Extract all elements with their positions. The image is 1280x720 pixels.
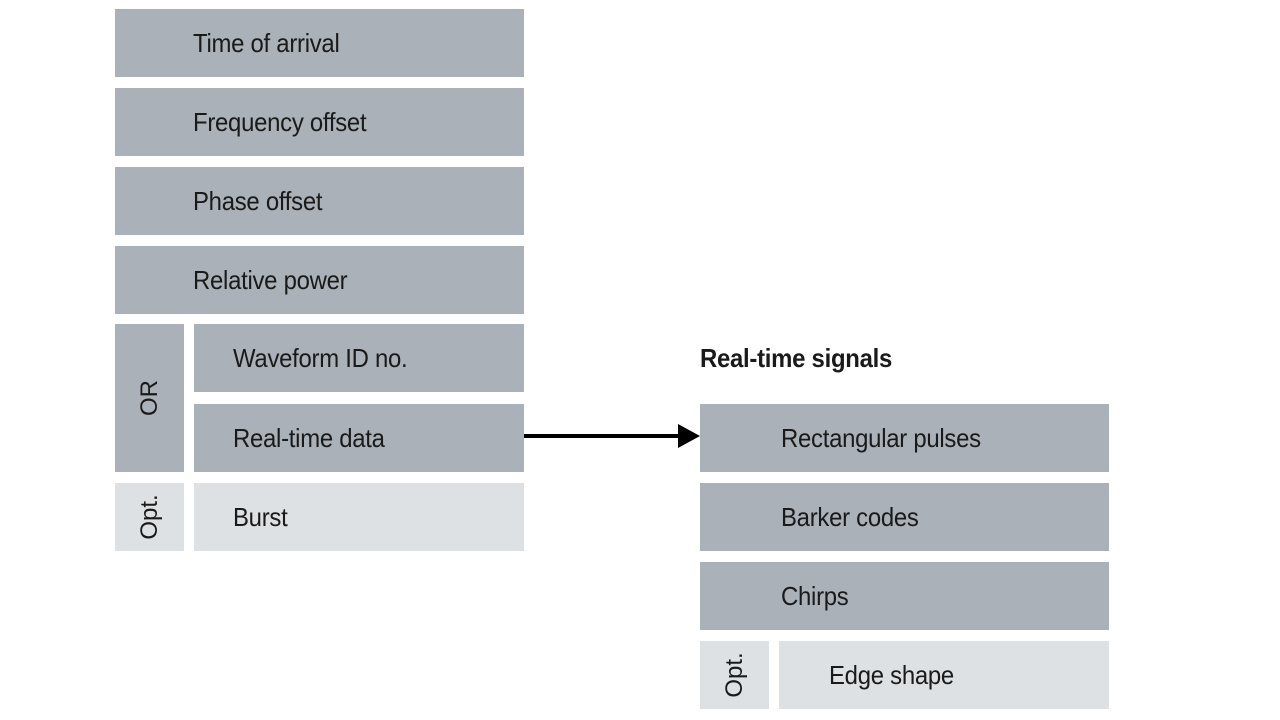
block-frequency-offset: Frequency offset xyxy=(115,88,524,156)
real-time-signals-heading: Real-time signals xyxy=(700,343,893,373)
block-relative-power: Relative power xyxy=(115,246,524,314)
opt-label: Opt. xyxy=(720,652,748,698)
block-edge-shape: Edge shape xyxy=(779,641,1109,709)
opt-bracket-right: Opt. xyxy=(700,641,769,709)
block-label: Edge shape xyxy=(829,659,954,690)
block-label: Chirps xyxy=(781,580,849,611)
block-waveform-id: Waveform ID no. xyxy=(194,324,524,392)
block-label: Frequency offset xyxy=(193,106,367,137)
or-label: OR xyxy=(135,380,163,416)
opt-bracket-left: Opt. xyxy=(115,483,184,551)
block-rectangular-pulses: Rectangular pulses xyxy=(700,404,1109,472)
block-label: Phase offset xyxy=(193,185,323,216)
or-bracket: OR xyxy=(115,324,184,472)
block-label: Real-time data xyxy=(233,422,385,453)
block-phase-offset: Phase offset xyxy=(115,167,524,235)
block-label: Time of arrival xyxy=(193,27,340,58)
arrow-line xyxy=(524,434,684,438)
block-label: Waveform ID no. xyxy=(233,342,408,373)
block-label: Rectangular pulses xyxy=(781,422,981,453)
block-time-of-arrival: Time of arrival xyxy=(115,9,524,77)
block-label: Burst xyxy=(233,501,288,532)
block-barker-codes: Barker codes xyxy=(700,483,1109,551)
block-burst: Burst xyxy=(194,483,524,551)
arrow-head-icon xyxy=(678,424,700,448)
block-label: Barker codes xyxy=(781,501,919,532)
opt-label: Opt. xyxy=(135,494,163,540)
block-real-time-data: Real-time data xyxy=(194,404,524,472)
block-label: Relative power xyxy=(193,264,348,295)
block-chirps: Chirps xyxy=(700,562,1109,630)
